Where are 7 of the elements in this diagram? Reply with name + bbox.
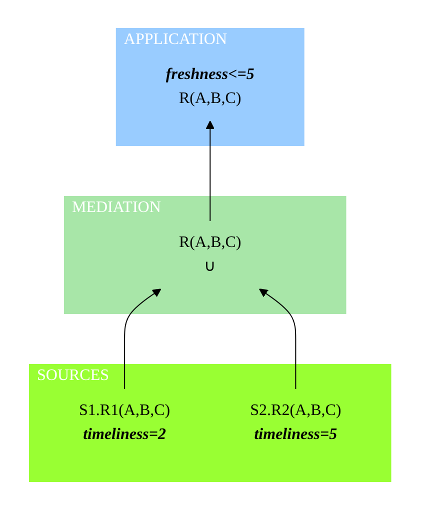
node-text: freshness<=5 R(A,B,C)	[166, 66, 255, 107]
arrow	[259, 288, 297, 390]
node-text: S2.R2(A,B,C) timeliness=5	[250, 402, 342, 443]
arrow	[206, 120, 215, 222]
node-text: S1.R1(A,B,C) timeliness=2	[79, 402, 170, 443]
arrow	[124, 288, 162, 390]
node-text: R(A,B,C) ∪	[179, 234, 242, 275]
